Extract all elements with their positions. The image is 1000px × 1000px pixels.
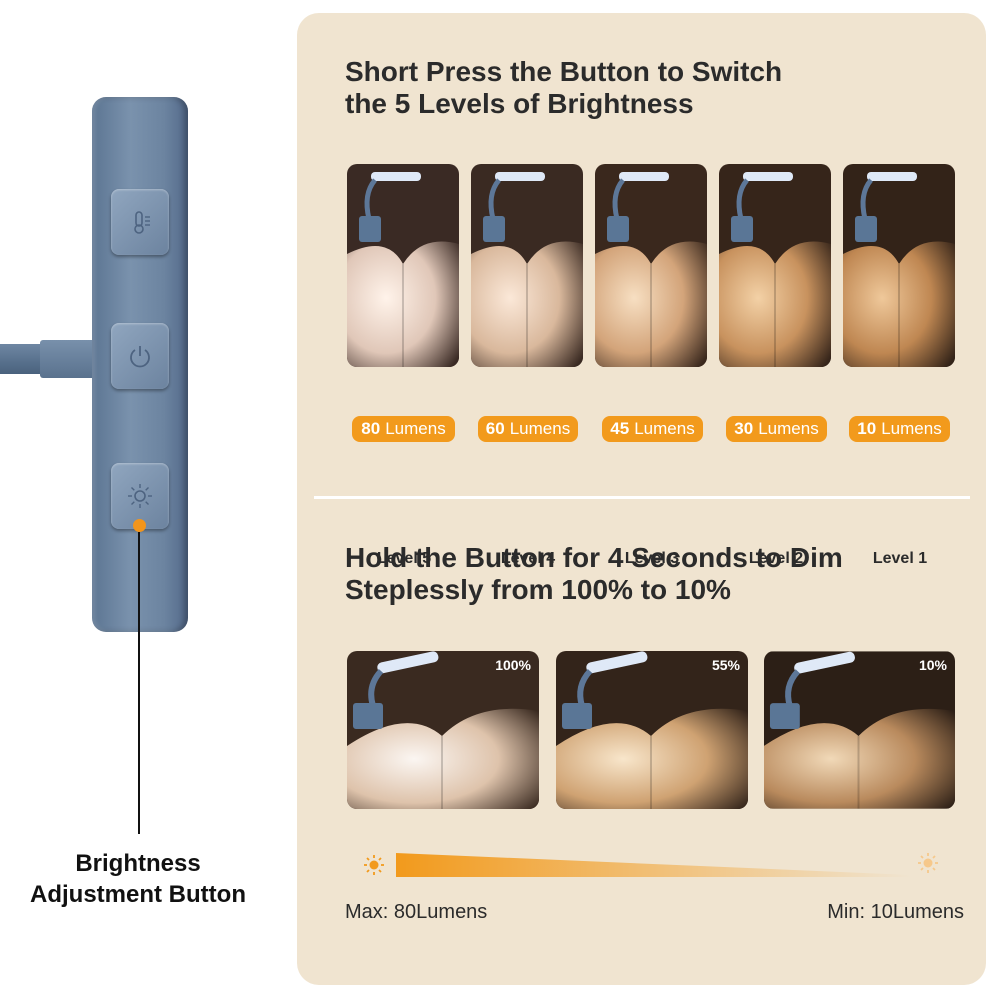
color-temperature-button[interactable] xyxy=(111,189,169,255)
dimming-photo: 55% xyxy=(556,651,748,809)
callout-line2: Adjustment Button xyxy=(30,881,246,908)
dim-percent-label: 10% xyxy=(918,657,947,673)
dimming-photo: 100% xyxy=(347,651,539,809)
level-photo xyxy=(347,164,459,367)
brightness-gradient-bar xyxy=(396,853,911,877)
level-name: Level 5 xyxy=(376,550,432,567)
lamp-cable xyxy=(0,344,44,374)
callout-line1: Brightness xyxy=(75,850,201,877)
level-photo xyxy=(471,164,583,367)
level-name: Level 3 xyxy=(624,550,680,567)
section1-title: Short Press the Button to Switch the 5 L… xyxy=(345,56,783,119)
level-name: Level 4 xyxy=(500,550,556,567)
callout-line xyxy=(138,532,140,834)
color-temperature-icon xyxy=(134,211,150,234)
level-photo xyxy=(843,164,955,367)
lumens-unit: Lumens xyxy=(634,419,695,438)
brightness-icon xyxy=(128,484,152,508)
lumens-value: 30 xyxy=(734,419,754,438)
level-name: Level 1 xyxy=(872,550,928,567)
device-callout-label: Brightness Adjustment Button xyxy=(18,848,258,910)
button-indicator-dot xyxy=(133,519,146,532)
min-lumens-label: Min: 10Lumens xyxy=(827,901,964,923)
lumens-unit: Lumens xyxy=(758,419,819,438)
sun-bright-icon xyxy=(364,855,384,875)
power-button[interactable] xyxy=(111,323,169,389)
info-panel xyxy=(297,13,986,985)
level-name: Level 2 xyxy=(748,550,804,567)
lumens-value: 45 xyxy=(610,419,630,438)
lumens-unit: Lumens xyxy=(881,419,942,438)
level-photo xyxy=(719,164,831,367)
dimming-photo: 10% xyxy=(764,651,955,809)
power-icon xyxy=(130,346,150,368)
brightness-button[interactable] xyxy=(111,463,169,529)
lumens-unit: Lumens xyxy=(385,419,446,438)
section2-title: Hold the Button for 4 Seconds to Dim Ste… xyxy=(345,542,843,605)
level-photo xyxy=(595,164,707,367)
lumens-value: 80 xyxy=(361,419,381,438)
dim-percent-label: 55% xyxy=(711,657,740,673)
lamp-cable-collar xyxy=(40,340,102,378)
lumens-unit: Lumens xyxy=(509,419,571,438)
section-divider xyxy=(314,496,970,499)
max-lumens-label: Max: 80Lumens xyxy=(345,901,488,923)
sun-dim-icon xyxy=(918,853,938,873)
lumens-value: 10 xyxy=(857,419,877,438)
dim-percent-label: 100% xyxy=(495,657,531,673)
lumens-value: 60 xyxy=(485,419,505,438)
